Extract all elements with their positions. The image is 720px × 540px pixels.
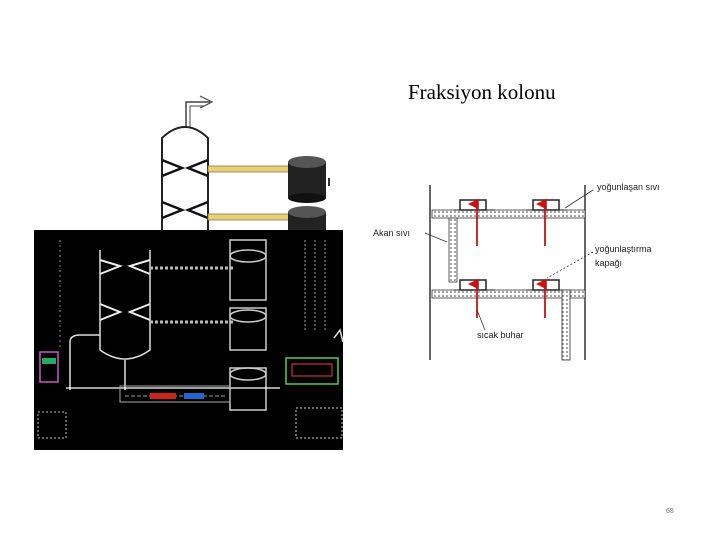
label-condensing-cap-2: kapağı	[595, 258, 622, 268]
label-hot-vapor: sıcak buhar	[477, 330, 524, 340]
collection-tank-1	[288, 156, 326, 203]
label-condensed-liquid: yoğunlaşan sıvı	[597, 182, 660, 192]
distillation-plant-illustration	[34, 95, 344, 450]
collection-tank-2	[288, 206, 326, 232]
lower-tray	[431, 279, 586, 361]
downcomer	[448, 217, 458, 283]
vapor-arrows	[468, 198, 547, 318]
label-flowing-liquid: Akan sıvı	[373, 228, 410, 238]
inverted-lower-section	[34, 230, 344, 450]
label-condensing-cap: yoğunlaştırma	[595, 244, 652, 254]
upper-tray	[431, 199, 586, 219]
column-top	[161, 95, 330, 232]
bubble-cap-tray-diagram: yoğunlaşan sıvı Akan sıvı yoğunlaştırma …	[373, 182, 660, 361]
slide-title: Fraksiyon kolonu	[408, 80, 556, 104]
page-number: 68	[666, 508, 674, 515]
